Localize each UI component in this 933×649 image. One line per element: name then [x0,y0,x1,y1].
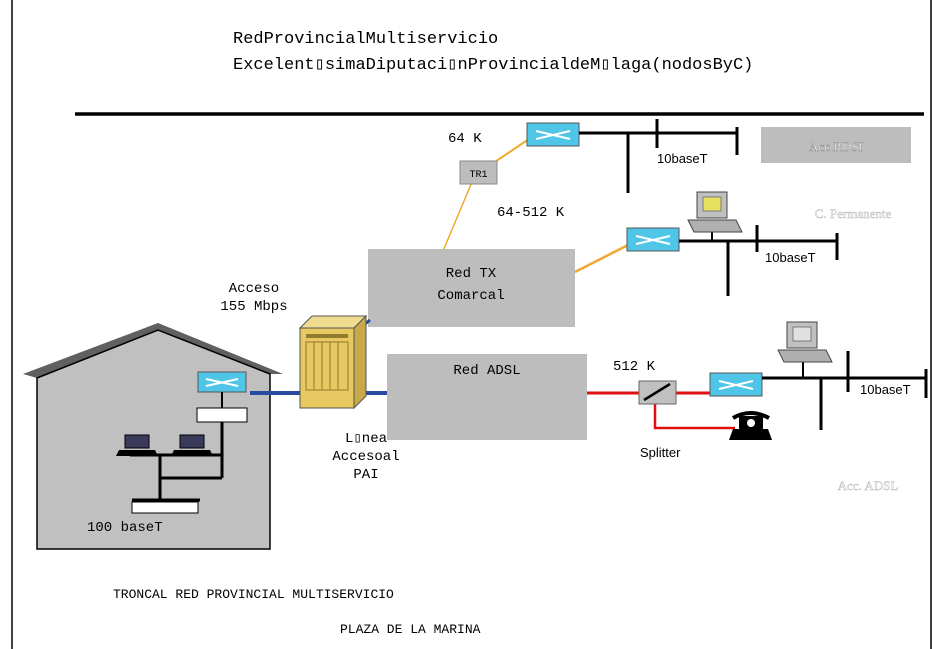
linea-label-line3: PAI [353,467,378,483]
telephone-icon [729,411,772,440]
speed-512k-label: 512 K [613,359,656,375]
router-building [197,371,247,393]
acceso-label-line1: Acceso [229,281,279,297]
red-adsl-label: Red ADSL [453,363,520,379]
router-permanente [626,227,680,252]
lan-rdsi-label: 10baseT [657,151,708,166]
tr1-box [459,160,498,185]
plaza-caption: PLAZA DE LA MARINA [340,622,481,637]
linea-label-line1: L▯nea [345,431,387,447]
acc-rdsi-label: Acc.RDSI [809,139,863,154]
red-tx-box [368,249,575,327]
router-adsl-arrows [718,380,754,390]
computer-permanente-icon [687,191,743,233]
splitter-icon [638,380,677,405]
lan-adsl-label: 10baseT [860,382,911,397]
adsl-red-link-phone [653,400,735,430]
computer-adsl-icon [777,321,833,363]
speed-64k-label: 64 K [448,131,482,147]
lan-permanente-label: 10baseT [765,250,816,265]
building [23,323,283,550]
hub-icon [196,407,248,423]
building-lan-label: 100 baseT [87,520,163,536]
acceso-label-line2: 155 Mbps [220,299,287,315]
red-tx-label-line2: Comarcal [437,288,504,304]
router-building-arrows [205,378,239,387]
building-server-icon [131,501,199,514]
router-adsl [709,372,763,397]
tr1-label: TR1 [469,170,487,181]
troncal-caption: TRONCAL RED PROVINCIAL MULTISERVICIO [113,587,394,602]
red-tx-label-line1: Red TX [446,266,497,282]
speed-64-512k-label: 64-512 K [497,205,565,221]
permanente-orange-link [574,242,631,274]
acc-adsl-label: Acc. ADSL [838,478,899,493]
red-adsl-box [387,354,587,440]
diagram-subtitle: Excelent▯simaDiputaci▯nProvincialdeM▯lag… [233,56,753,75]
router-rdsi-arrows [535,130,571,140]
splitter-label: Splitter [640,445,681,460]
diagram-title: RedProvincialMultiservicio [233,30,498,49]
c-permanente-label: C. Permanente [815,206,892,221]
router-permanente-arrows [635,235,671,245]
router-rdsi [526,122,580,147]
linea-label-line2: Accesoal [332,449,399,465]
rdsi-orange-link-lower [442,181,473,252]
central-switch-icon [298,314,368,410]
acc-rdsi-box [761,127,911,163]
workstation-2-icon [171,434,213,456]
workstation-1-icon [116,434,158,456]
